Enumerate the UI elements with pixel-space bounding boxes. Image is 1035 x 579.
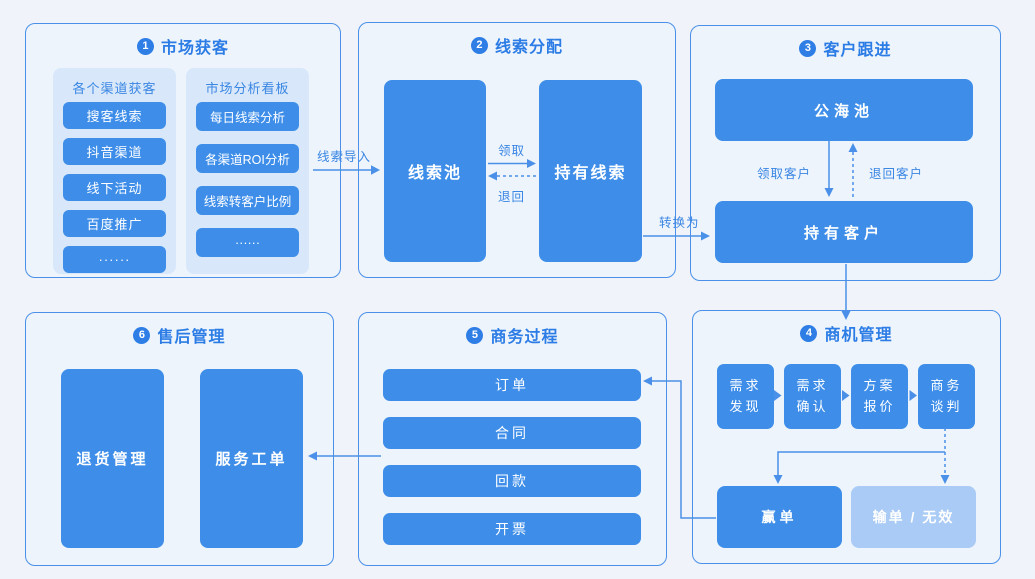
dashboard-item: ······ <box>196 228 299 257</box>
panel-opportunity-management: 4 商机管理 需求 发现需求 确认方案 报价商务 谈判 赢单 输单 / 无效 <box>692 310 1001 564</box>
step-number-badge: 4 <box>800 324 818 342</box>
opportunity-stage-list: 需求 发现需求 确认方案 报价商务 谈判 <box>717 364 975 429</box>
label-convert-to: 转换为 <box>659 216 700 230</box>
panel-title-text: 线索分配 <box>494 39 563 56</box>
dashboard-item: 线索转客户比例 <box>196 186 299 215</box>
held-customers-box: 持有客户 <box>715 201 973 263</box>
panel-title-text: 商务过程 <box>490 329 559 346</box>
panel-market-acquisition: 1 市场获客 各个渠道获客 搜客线索抖音渠道线下活动百度推广 ······ 市场分… <box>25 23 341 278</box>
channel-list: 搜客线索抖音渠道线下活动百度推广 ······ <box>63 102 166 273</box>
opportunity-stage-box: 商务 谈判 <box>918 364 975 429</box>
lost-invalid-box: 输单 / 无效 <box>851 486 976 548</box>
channel-item: 百度推广 <box>63 210 166 237</box>
business-step-bar: 回款 <box>383 465 641 497</box>
held-leads-box: 持有线索 <box>539 80 642 262</box>
panel-title-text: 售后管理 <box>157 329 226 346</box>
step-number-badge: 1 <box>136 37 154 55</box>
channel-item: ······ <box>63 246 166 273</box>
step-number-badge: 3 <box>799 39 817 57</box>
panel-title: 4 商机管理 <box>693 321 1000 345</box>
label-claim-customer: 领取客户 <box>757 167 812 181</box>
channel-item: 抖音渠道 <box>63 138 166 165</box>
subpanel-channel-acquisition: 各个渠道获客 搜客线索抖音渠道线下活动百度推广 ······ <box>53 68 176 274</box>
panel-title: 2 线索分配 <box>359 33 675 57</box>
opportunity-stage-box: 需求 确认 <box>784 364 841 429</box>
dashboard-list: 每日线索分析各渠道ROI分析线索转客户比例 ······ <box>196 102 299 257</box>
panel-lead-distribution: 2 线索分配 线索池 持有线索 <box>358 22 676 278</box>
opportunity-stage-box: 方案 报价 <box>851 364 908 429</box>
service-ticket-box: 服务工单 <box>200 369 303 548</box>
lead-pool-box: 线索池 <box>384 80 486 262</box>
subpanel-market-dashboard: 市场分析看板 每日线索分析各渠道ROI分析线索转客户比例 ······ <box>186 68 309 274</box>
subpanel-header: 市场分析看板 <box>205 81 290 96</box>
channel-item: 线下活动 <box>63 174 166 201</box>
panel-title: 6 售后管理 <box>26 323 333 347</box>
business-step-bar: 订单 <box>383 369 641 401</box>
label-return-customer: 退回客户 <box>869 167 924 181</box>
opportunity-stage-box: 需求 发现 <box>717 364 774 429</box>
business-step-list: 订单合同回款开票 <box>383 369 641 545</box>
dashboard-item: 每日线索分析 <box>196 102 299 131</box>
dashboard-item: 各渠道ROI分析 <box>196 144 299 173</box>
panel-aftersales-management: 6 售后管理 退货管理 服务工单 <box>25 312 334 566</box>
panel-title: 5 商务过程 <box>359 323 666 347</box>
panel-title: 1 市场获客 <box>26 34 340 58</box>
panel-title-text: 商机管理 <box>824 327 893 344</box>
panel-customer-followup: 3 客户跟进 公海池 持有客户 <box>690 25 1001 281</box>
panel-title-text: 市场获客 <box>160 40 229 57</box>
channel-item: 搜客线索 <box>63 102 166 129</box>
label-return-lead: 退回 <box>498 190 526 204</box>
step-number-badge: 6 <box>133 326 151 344</box>
won-deal-box: 赢单 <box>717 486 842 548</box>
panel-title-text: 客户跟进 <box>823 42 892 59</box>
business-step-bar: 开票 <box>383 513 641 545</box>
step-number-badge: 2 <box>470 36 488 54</box>
label-lead-import: 线索导入 <box>317 150 372 164</box>
panel-title: 3 客户跟进 <box>691 36 1000 60</box>
panel-business-process: 5 商务过程 订单合同回款开票 <box>358 312 667 566</box>
return-management-box: 退货管理 <box>61 369 164 548</box>
public-sea-pool-box: 公海池 <box>715 79 973 141</box>
label-claim-lead: 领取 <box>498 144 526 158</box>
business-step-bar: 合同 <box>383 417 641 449</box>
step-number-badge: 5 <box>466 326 484 344</box>
subpanel-header: 各个渠道获客 <box>72 81 157 96</box>
